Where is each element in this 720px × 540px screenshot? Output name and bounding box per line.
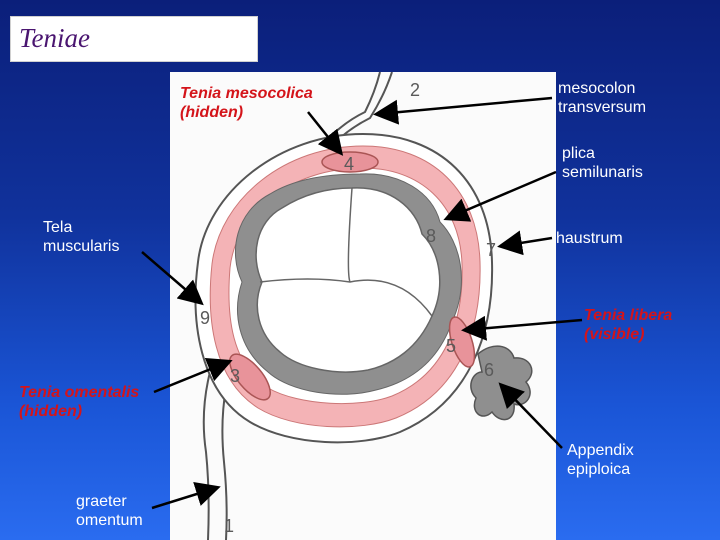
label-line: Tenia libera: [584, 306, 672, 325]
diagram-number-6: 6: [484, 360, 494, 380]
diagram-number-5: 5: [446, 336, 456, 356]
label-line: (visible): [584, 325, 672, 344]
label-tenia-libera: Tenia libera (visible): [584, 306, 672, 344]
diagram-number-4: 4: [344, 154, 354, 174]
label-tenia-mesocolica: Tenia mesocolica (hidden): [180, 84, 313, 122]
diagram-number-9: 9: [200, 308, 210, 328]
diagram-number-1: 1: [224, 516, 234, 536]
label-line: Tenia omentalis: [19, 383, 139, 402]
label-tenia-omentalis: Tenia omentalis (hidden): [19, 383, 139, 421]
slide-title: Teniae: [19, 23, 90, 54]
label-line: Tenia mesocolica: [180, 84, 313, 103]
label-line: semilunaris: [562, 163, 643, 182]
label-line: plica: [562, 144, 643, 163]
label-greater-omentum: graeter omentum: [76, 492, 143, 530]
label-haustrum: haustrum: [556, 229, 623, 248]
diagram-number-2: 2: [410, 80, 420, 100]
greater-omentum-left: [204, 372, 210, 540]
label-line: Appendix: [567, 441, 634, 460]
label-line: graeter: [76, 492, 143, 511]
label-appendix-epiploica: Appendix epiploica: [567, 441, 634, 479]
label-line: Tela: [43, 218, 119, 237]
diagram-number-3: 3: [230, 366, 240, 386]
label-tela-muscularis: Tela muscularis: [43, 218, 119, 256]
label-mesocolon-transversum: mesocolon transversum: [558, 79, 646, 117]
label-line: (hidden): [180, 103, 313, 122]
label-line: omentum: [76, 511, 143, 530]
label-plica-semilunaris: plica semilunaris: [562, 144, 643, 182]
slide-title-box: Teniae: [10, 16, 258, 62]
label-line: transversum: [558, 98, 646, 117]
label-line: (hidden): [19, 402, 139, 421]
appendix-epiploica-shape: [471, 346, 532, 419]
label-line: haustrum: [556, 229, 623, 248]
colon-cross-section-figure: 2 4 8 7 9 5 6 3 1: [170, 72, 556, 540]
label-line: mesocolon: [558, 79, 646, 98]
diagram-number-8: 8: [426, 226, 436, 246]
label-line: muscularis: [43, 237, 119, 256]
diagram-number-7: 7: [486, 240, 496, 260]
colon-cross-section-svg: 2 4 8 7 9 5 6 3 1: [170, 72, 556, 540]
label-line: epiploica: [567, 460, 634, 479]
